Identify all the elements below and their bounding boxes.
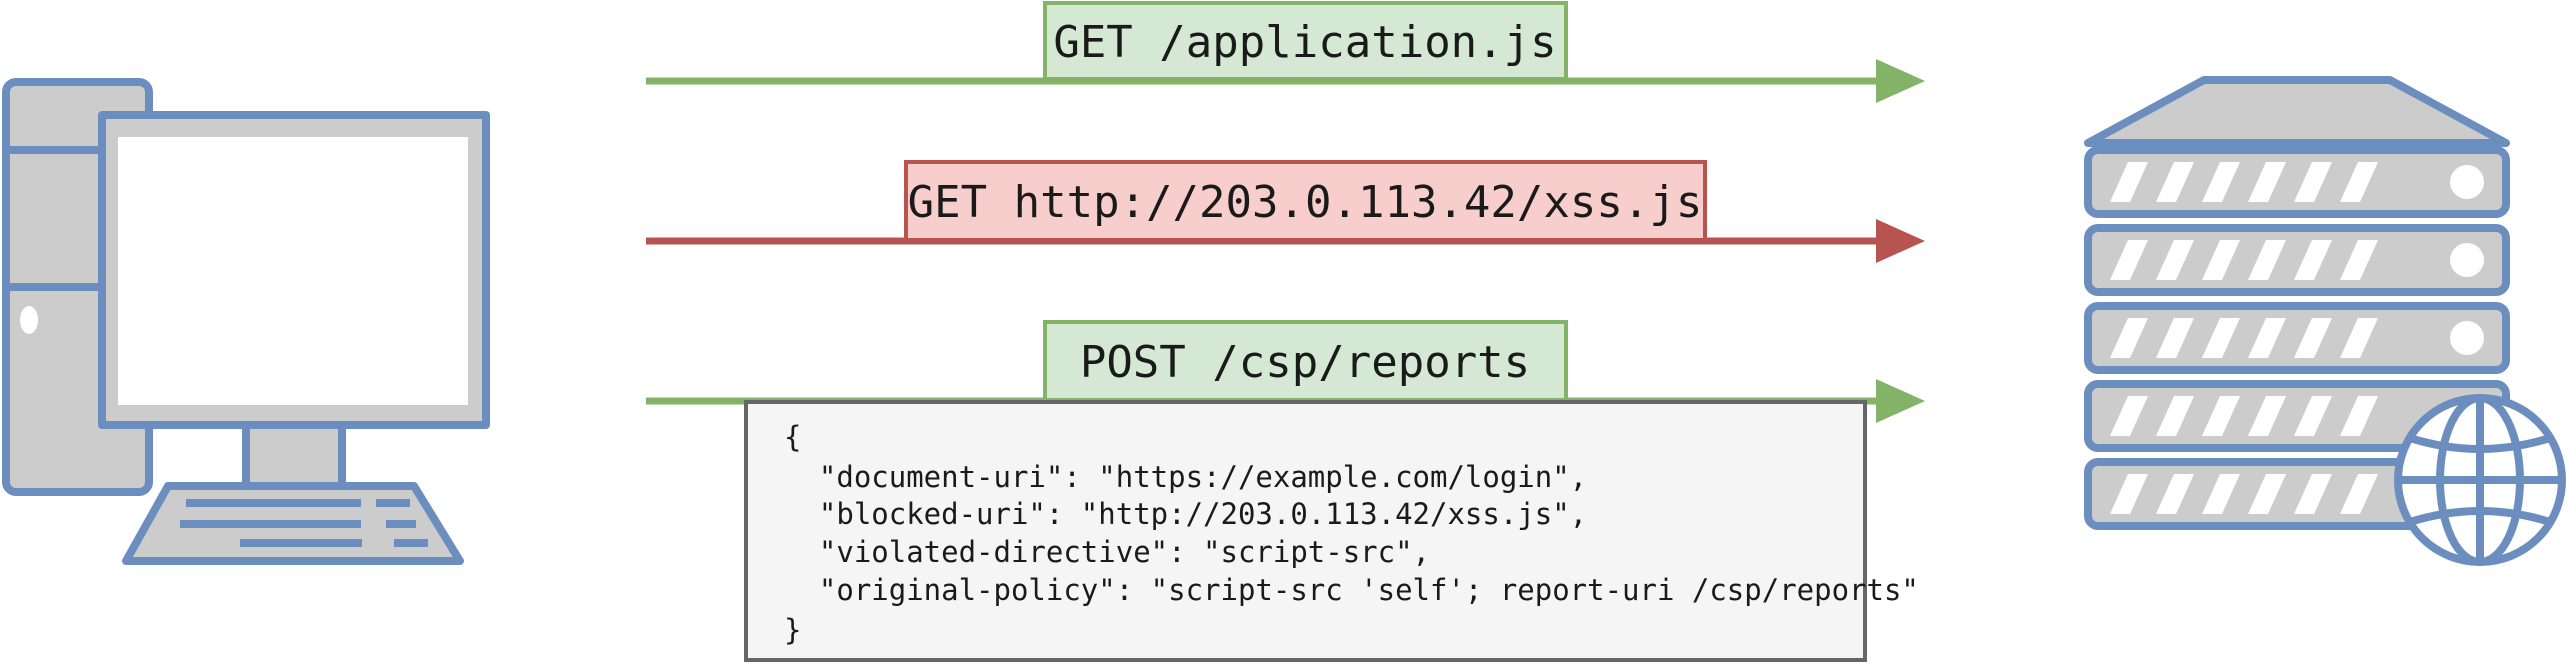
report-line: "document-uri": "https://example.com/log… — [784, 460, 1587, 494]
request-label-box — [904, 160, 1707, 242]
server-vent-stripe — [2248, 318, 2286, 358]
report-line: "violated-directive": "script-src", — [784, 535, 1430, 569]
server-vent-stripe — [2294, 318, 2332, 358]
report-body: { "document-uri": "https://example.com/l… — [744, 400, 1919, 662]
server-vent-stripe — [2156, 318, 2194, 358]
server-status-light — [2450, 243, 2484, 277]
monitor-screen — [118, 137, 468, 405]
server-unit — [2084, 302, 2510, 374]
server-unit — [2084, 146, 2510, 218]
server-vent-stripe — [2156, 240, 2194, 280]
server-vent-stripe — [2248, 162, 2286, 202]
request-label-box — [1043, 320, 1568, 402]
request-allowed: GET /application.js — [1043, 1, 1568, 81]
server-vent-stripe — [2294, 240, 2332, 280]
server-vent-stripe — [2340, 396, 2378, 436]
report-line: "blocked-uri": "http://203.0.113.42/xss.… — [784, 497, 1587, 531]
server-vent-stripe — [2110, 318, 2148, 358]
server-vent-stripe — [2202, 318, 2240, 358]
request-label-box — [1043, 1, 1568, 81]
globe-icon — [2394, 394, 2566, 566]
report-line: { — [784, 420, 801, 454]
request-arrowhead-2 — [1876, 219, 1925, 263]
server-vent-stripe — [2202, 162, 2240, 202]
request-arrowhead-3 — [1876, 379, 1925, 423]
server-vent-stripe — [2202, 396, 2240, 436]
server-status-light — [2450, 321, 2484, 355]
server-vent-stripe — [2156, 396, 2194, 436]
request-label: GET http://203.0.113.42/xss.js — [908, 177, 1703, 228]
server-vent-stripe — [2340, 474, 2378, 514]
server-status-light — [2450, 165, 2484, 199]
server-vent-stripe — [2294, 396, 2332, 436]
server-vent-stripe — [2340, 240, 2378, 280]
server-vent-stripe — [2340, 162, 2378, 202]
monitor-stand — [242, 417, 346, 492]
server-vent-stripe — [2248, 474, 2286, 514]
report-line: } — [784, 613, 801, 647]
request-label: POST /csp/reports — [1080, 337, 1530, 388]
server-vent-stripe — [2110, 240, 2148, 280]
server-unit — [2084, 224, 2510, 296]
request-arrowhead-1 — [1876, 59, 1925, 103]
server-vent-stripe — [2110, 474, 2148, 514]
tower-power-light — [20, 306, 38, 334]
server-vent-stripe — [2248, 396, 2286, 436]
server-vent-stripe — [2110, 162, 2148, 202]
server-top — [2084, 76, 2510, 147]
desktop-computer-icon — [2, 78, 490, 565]
server-units — [2084, 146, 2510, 530]
server-vent-stripe — [2248, 240, 2286, 280]
server-vent-stripe — [2294, 474, 2332, 514]
server-vent-stripe — [2156, 474, 2194, 514]
request-blocked: GET http://203.0.113.42/xss.js — [904, 160, 1707, 242]
server-vent-stripe — [2202, 474, 2240, 514]
request-report: POST /csp/reports — [1043, 320, 1568, 402]
request-label: GET /application.js — [1053, 17, 1556, 68]
web-server-icon — [2084, 76, 2566, 566]
report-body-box — [744, 400, 1867, 662]
server-vent-stripe — [2340, 318, 2378, 358]
server-vent-stripe — [2294, 162, 2332, 202]
keyboard-keys — [180, 499, 428, 547]
server-vent-stripe — [2202, 240, 2240, 280]
server-vent-stripe — [2110, 396, 2148, 436]
report-line: "original-policy": "script-src 'self'; r… — [784, 573, 1919, 607]
server-vent-stripe — [2156, 162, 2194, 202]
